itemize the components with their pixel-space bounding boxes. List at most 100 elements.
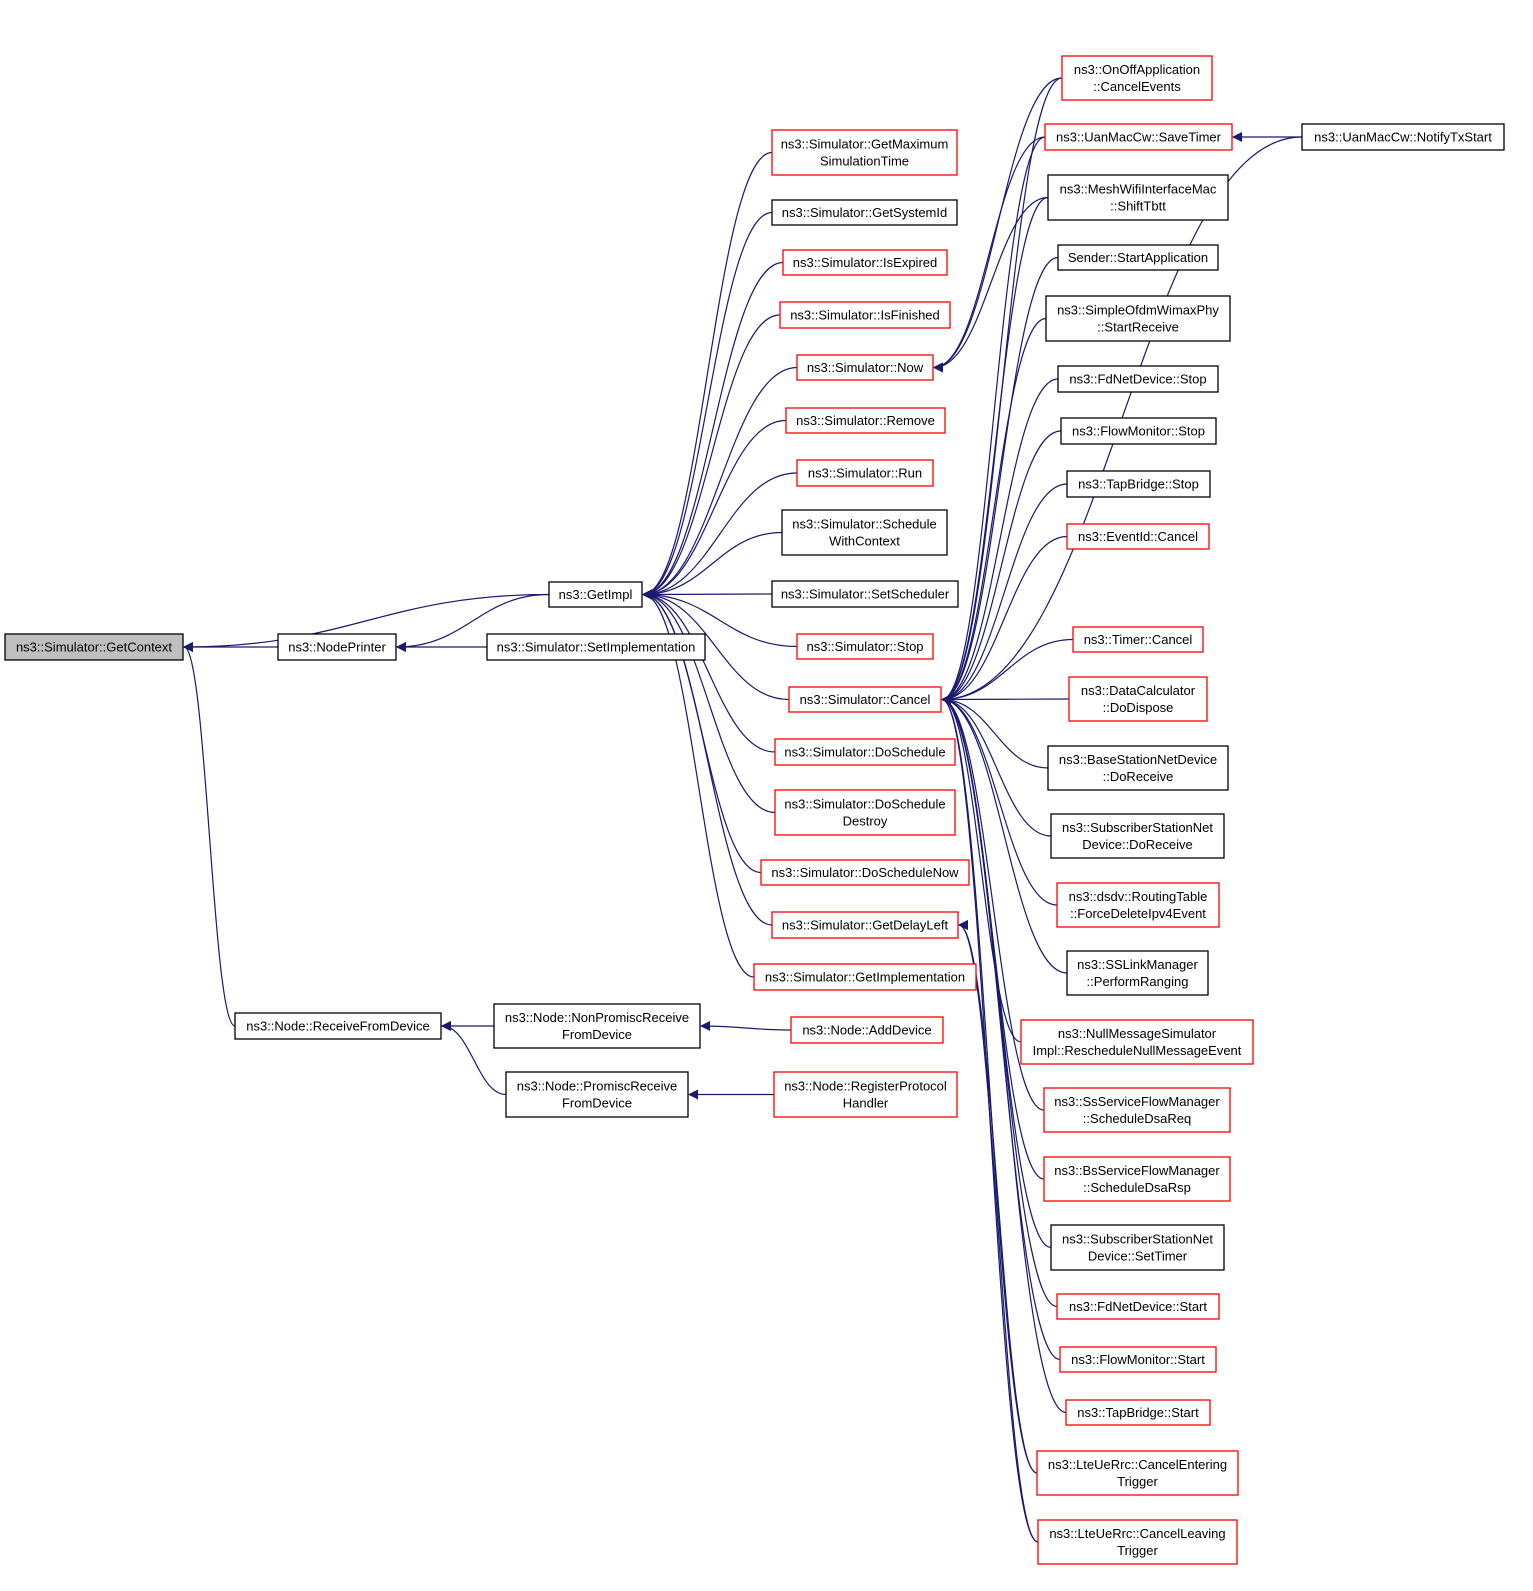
node-box-receivefromdevice[interactable] bbox=[234, 1012, 442, 1040]
node-getcontext[interactable]: ns3::Simulator::GetContext bbox=[4, 633, 184, 661]
node-dsdvforcedelete[interactable]: ns3::dsdv::RoutingTable::ForceDeleteIpv4… bbox=[1056, 882, 1220, 928]
node-setscheduler[interactable]: ns3::Simulator::SetScheduler bbox=[771, 580, 959, 608]
node-doschedulenow[interactable]: ns3::Simulator::DoScheduleNow bbox=[760, 859, 970, 886]
node-box-doschedule[interactable] bbox=[774, 738, 956, 766]
node-now[interactable]: ns3::Simulator::Now bbox=[796, 354, 934, 381]
node-box-cancel[interactable] bbox=[788, 686, 942, 713]
node-cancel[interactable]: ns3::Simulator::Cancel bbox=[788, 686, 942, 713]
node-box-subscriberreceive[interactable] bbox=[1050, 813, 1225, 859]
node-box-simpleofdmstartreceive[interactable] bbox=[1045, 295, 1231, 342]
node-eventidcancel[interactable]: ns3::EventId::Cancel bbox=[1066, 523, 1210, 550]
node-box-setimplementation[interactable] bbox=[486, 633, 706, 661]
node-flowmonitorstart[interactable]: ns3::FlowMonitor::Start bbox=[1059, 1346, 1217, 1373]
node-box-isexpired[interactable] bbox=[782, 249, 948, 276]
node-timercancel[interactable]: ns3::Timer::Cancel bbox=[1072, 626, 1204, 653]
node-box-getsystemid[interactable] bbox=[771, 199, 958, 226]
node-box-nodeprinter[interactable] bbox=[277, 633, 397, 661]
node-box-schedulewithcontext[interactable] bbox=[781, 509, 948, 556]
node-ssserviceflow[interactable]: ns3::SsServiceFlowManager::ScheduleDsaRe… bbox=[1043, 1087, 1231, 1133]
node-box-now[interactable] bbox=[796, 354, 934, 381]
node-box-getdelayleft[interactable] bbox=[771, 911, 959, 939]
node-bsserviceflow[interactable]: ns3::BsServiceFlowManager::ScheduleDsaRs… bbox=[1043, 1156, 1231, 1202]
node-setimplementation[interactable]: ns3::Simulator::SetImplementation bbox=[486, 633, 706, 661]
node-box-tapbridgestop[interactable] bbox=[1066, 470, 1211, 498]
node-box-bsserviceflow[interactable] bbox=[1043, 1156, 1231, 1202]
node-meshshifttbtt[interactable]: ns3::MeshWifiInterfaceMac::ShiftTbtt bbox=[1047, 174, 1229, 221]
node-box-onoffcancelevents[interactable] bbox=[1061, 55, 1213, 101]
node-box-isfinished[interactable] bbox=[779, 301, 951, 329]
node-box-stop[interactable] bbox=[796, 633, 934, 660]
node-fdnetstart[interactable]: ns3::FdNetDevice::Start bbox=[1056, 1293, 1220, 1320]
node-basestationreceive[interactable]: ns3::BaseStationNetDevice::DoReceive bbox=[1047, 745, 1229, 791]
node-box-getimpl[interactable] bbox=[548, 581, 643, 608]
node-flowmonitorstop[interactable]: ns3::FlowMonitor::Stop bbox=[1060, 417, 1217, 445]
node-uansavetimer[interactable]: ns3::UanMacCw::SaveTimer bbox=[1044, 123, 1233, 151]
node-box-basestationreceive[interactable] bbox=[1047, 745, 1229, 791]
node-subscriberreceive[interactable]: ns3::SubscriberStationNetDevice::DoRecei… bbox=[1050, 813, 1225, 859]
node-simpleofdmstartreceive[interactable]: ns3::SimpleOfdmWimaxPhy::StartReceive bbox=[1045, 295, 1231, 342]
node-box-getmaximum[interactable] bbox=[771, 129, 958, 176]
node-box-tapbridgestart[interactable] bbox=[1065, 1399, 1211, 1426]
node-senderstartapp[interactable]: Sender::StartApplication bbox=[1057, 244, 1219, 271]
node-box-subscribersettimer[interactable] bbox=[1050, 1224, 1225, 1271]
node-box-datacalcdispose[interactable] bbox=[1068, 676, 1208, 722]
node-box-notifytxstart[interactable] bbox=[1301, 123, 1505, 151]
node-getimplementation[interactable]: ns3::Simulator::GetImplementation bbox=[753, 963, 977, 991]
node-doschedule[interactable]: ns3::Simulator::DoSchedule bbox=[774, 738, 956, 766]
node-run[interactable]: ns3::Simulator::Run bbox=[796, 459, 934, 487]
node-getimpl[interactable]: ns3::GetImpl bbox=[548, 581, 643, 608]
node-sslinkranging[interactable]: ns3::SSLinkManager::PerformRanging bbox=[1066, 950, 1209, 996]
node-box-uansavetimer[interactable] bbox=[1044, 123, 1233, 151]
node-receivefromdevice[interactable]: ns3::Node::ReceiveFromDevice bbox=[234, 1012, 442, 1040]
node-box-timercancel[interactable] bbox=[1072, 626, 1204, 653]
node-onoffcancelevents[interactable]: ns3::OnOffApplication::CancelEvents bbox=[1061, 55, 1213, 101]
node-box-nonpromisc[interactable] bbox=[493, 1003, 701, 1049]
node-box-eventidcancel[interactable] bbox=[1066, 523, 1210, 550]
node-box-senderstartapp[interactable] bbox=[1057, 244, 1219, 271]
node-getsystemid[interactable]: ns3::Simulator::GetSystemId bbox=[771, 199, 958, 226]
node-isfinished[interactable]: ns3::Simulator::IsFinished bbox=[779, 301, 951, 329]
node-box-ssserviceflow[interactable] bbox=[1043, 1087, 1231, 1133]
node-box-adddevice[interactable] bbox=[790, 1016, 944, 1044]
node-subscribersettimer[interactable]: ns3::SubscriberStationNetDevice::SetTime… bbox=[1050, 1224, 1225, 1271]
node-box-flowmonitorstop[interactable] bbox=[1060, 417, 1217, 445]
node-box-meshshifttbtt[interactable] bbox=[1047, 174, 1229, 221]
node-box-fdnetstop[interactable] bbox=[1057, 365, 1219, 393]
node-box-registerprotocol[interactable] bbox=[773, 1071, 958, 1118]
node-box-nullmessage[interactable] bbox=[1020, 1019, 1254, 1065]
node-tapbridgestart[interactable]: ns3::TapBridge::Start bbox=[1065, 1399, 1211, 1426]
node-fdnetstop[interactable]: ns3::FdNetDevice::Stop bbox=[1057, 365, 1219, 393]
node-nodeprinter[interactable]: ns3::NodePrinter bbox=[277, 633, 397, 661]
node-tapbridgestop[interactable]: ns3::TapBridge::Stop bbox=[1066, 470, 1211, 498]
node-remove[interactable]: ns3::Simulator::Remove bbox=[785, 407, 946, 434]
node-box-setscheduler[interactable] bbox=[771, 580, 959, 608]
node-box-getcontext[interactable] bbox=[4, 633, 184, 661]
node-box-doscheduledestroy[interactable] bbox=[774, 789, 956, 836]
node-adddevice[interactable]: ns3::Node::AddDevice bbox=[790, 1016, 944, 1044]
node-box-getimplementation[interactable] bbox=[753, 963, 977, 991]
node-notifytxstart[interactable]: ns3::UanMacCw::NotifyTxStart bbox=[1301, 123, 1505, 151]
node-nullmessage[interactable]: ns3::NullMessageSimulatorImpl::Reschedul… bbox=[1020, 1019, 1254, 1065]
node-box-flowmonitorstart[interactable] bbox=[1059, 1346, 1217, 1373]
node-box-fdnetstart[interactable] bbox=[1056, 1293, 1220, 1320]
node-box-ltecancelleaving[interactable] bbox=[1037, 1519, 1238, 1565]
node-getdelayleft[interactable]: ns3::Simulator::GetDelayLeft bbox=[771, 911, 959, 939]
node-box-run[interactable] bbox=[796, 459, 934, 487]
node-isexpired[interactable]: ns3::Simulator::IsExpired bbox=[782, 249, 948, 276]
node-datacalcdispose[interactable]: ns3::DataCalculator::DoDispose bbox=[1068, 676, 1208, 722]
node-stop[interactable]: ns3::Simulator::Stop bbox=[796, 633, 934, 660]
node-box-remove[interactable] bbox=[785, 407, 946, 434]
node-box-ltecancelentering[interactable] bbox=[1036, 1450, 1239, 1496]
node-box-doschedulenow[interactable] bbox=[760, 859, 970, 886]
node-box-sslinkranging[interactable] bbox=[1066, 950, 1209, 996]
node-box-dsdvforcedelete[interactable] bbox=[1056, 882, 1220, 928]
node-box-promisc[interactable] bbox=[505, 1071, 689, 1118]
